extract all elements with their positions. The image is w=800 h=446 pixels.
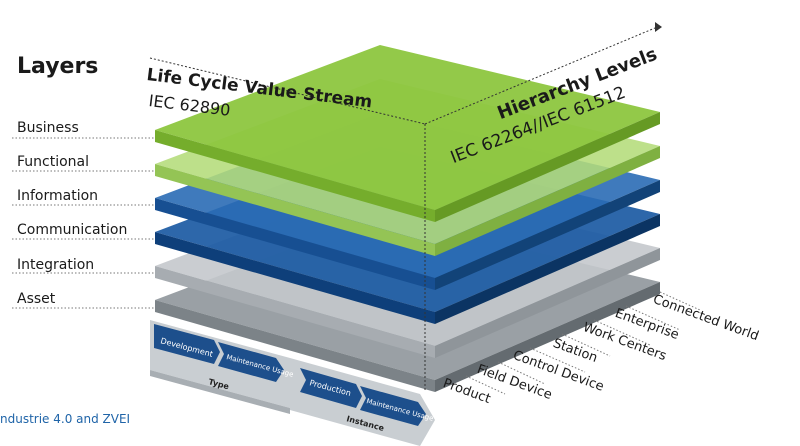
layer-label-information: Information (17, 188, 99, 204)
layer-label-integration: Integration (17, 257, 95, 273)
source-footer: ndustrie 4.0 and ZVEI (0, 412, 131, 426)
layers-title: Layers (17, 54, 99, 79)
hierarchy-arrow-head (655, 22, 662, 32)
chevron-maintenance-instance (360, 386, 426, 426)
layer-label-business: Business (17, 120, 79, 136)
hierarchy-tick-lines (465, 291, 701, 395)
chevron-production (300, 368, 362, 408)
layer-slab-business (155, 45, 660, 222)
chevron-development (154, 324, 220, 364)
axis-arrows (149, 27, 656, 390)
life-cycle-band: Development Maintenance Usage Production… (150, 320, 435, 446)
layer-label-functional: Functional (17, 154, 90, 170)
layer-guide-lines (12, 137, 155, 309)
layer-label-asset: Asset (17, 291, 56, 307)
layer-label-communication: Communication (17, 222, 128, 238)
chevron-maintenance-type (218, 342, 284, 382)
